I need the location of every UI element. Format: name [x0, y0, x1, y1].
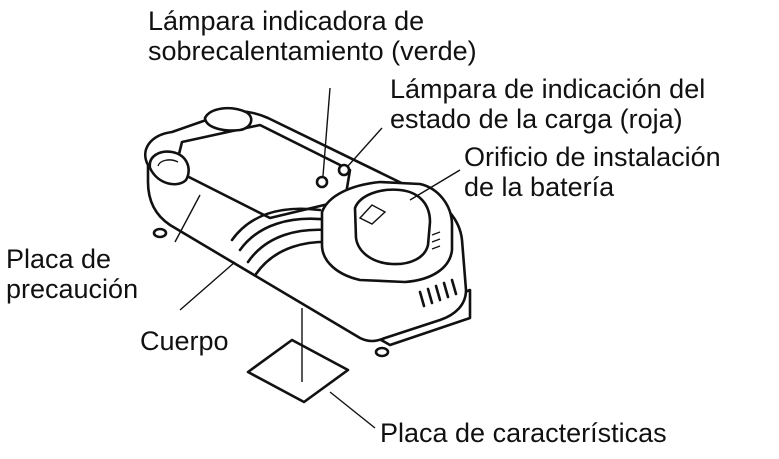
- label-charge-lamp: Lámpara de indicación del estado de la c…: [390, 74, 706, 134]
- label-caution-plate: Placa de precaución: [6, 244, 139, 304]
- corner-boss-left: [148, 150, 190, 186]
- corner-boss-top: [203, 106, 253, 132]
- leader-battery: [409, 169, 461, 201]
- label-battery-hole: Orificio de instalación de la batería: [464, 142, 721, 202]
- label-rating-plate: Placa de características: [380, 418, 667, 448]
- leader-body: [179, 261, 236, 311]
- leader-charge: [347, 127, 383, 167]
- rating-plate-shape: [246, 338, 350, 404]
- leader-rating: [329, 391, 376, 429]
- label-overheat-lamp: Lámpara indicadora de sobrecalentamiento…: [148, 6, 477, 66]
- charge-lamp: [337, 163, 351, 177]
- battery-socket-inner: [353, 188, 432, 266]
- overheat-lamp: [315, 175, 329, 189]
- leader-caution: [174, 194, 201, 243]
- label-body: Cuerpo: [140, 326, 229, 356]
- leader-overheat: [322, 87, 331, 177]
